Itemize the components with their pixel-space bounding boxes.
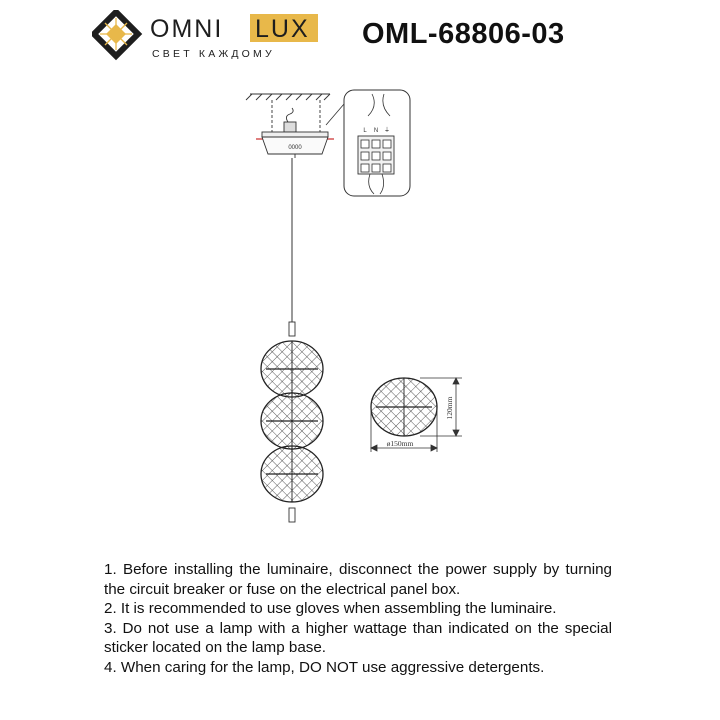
omnilux-logo: OMNI LUX СВЕТ КАЖДОМУ — [92, 10, 318, 61]
bottom-rod — [288, 507, 296, 523]
safety-instructions: 1. Before installing the luminaire, disc… — [104, 560, 612, 677]
height-dimension — [420, 377, 462, 437]
terminal-detail — [343, 89, 411, 197]
mesh-sphere — [260, 445, 324, 503]
callout-line — [325, 103, 345, 126]
instruction-item: 3. Do not use a lamp with a higher watta… — [104, 619, 612, 657]
brand-name-left: OMNI — [150, 15, 223, 43]
height-label: 120mm — [445, 396, 454, 419]
instruction-item: 2. It is recommended to use gloves when … — [104, 600, 557, 617]
canopy-label: 0000 — [288, 145, 302, 151]
mesh-sphere — [260, 340, 324, 398]
instruction-item: 1. Before installing the luminaire, disc… — [104, 561, 612, 598]
logo-diamond-icon — [92, 10, 143, 61]
terminal-label-1: L — [363, 128, 367, 134]
diameter-label: ø150mm — [387, 439, 414, 448]
ceiling — [245, 93, 331, 101]
model-code: OML-68806-03 — [362, 18, 565, 50]
installation-diagram: 0000 L N ⏚ — [245, 89, 462, 523]
lamp-body — [260, 321, 324, 523]
brand-lux-box — [250, 14, 318, 42]
instruction-item: 4. When caring for the lamp, DO NOT use … — [104, 658, 545, 676]
sphere-detail — [370, 377, 438, 437]
terminal-label-3: ⏚ — [384, 127, 390, 134]
mesh-sphere — [260, 392, 324, 450]
brand-tagline: СВЕТ КАЖДОМУ — [152, 48, 275, 60]
canopy — [256, 100, 334, 158]
terminal-label-2: N — [374, 128, 378, 134]
diameter-dimension — [370, 410, 438, 452]
top-rod — [288, 321, 296, 337]
brand-name-right: LUX — [255, 15, 310, 43]
